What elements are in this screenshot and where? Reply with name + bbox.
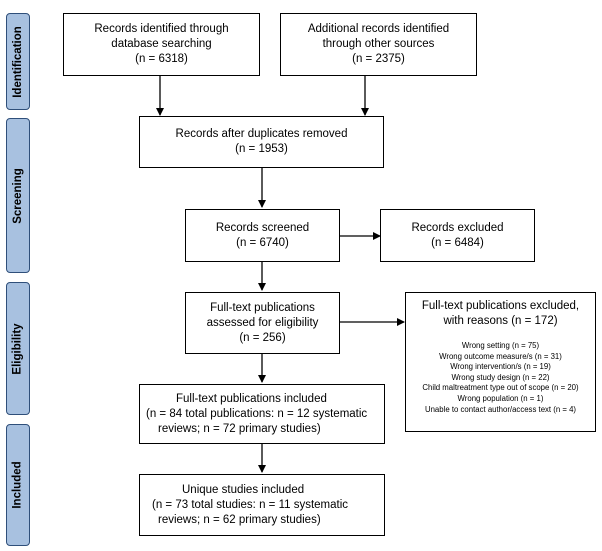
unique-studies-line-1: Unique studies included: [182, 483, 305, 496]
box-after-duplicates: Records after duplicates removed (n = 19…: [139, 116, 384, 168]
fulltext-excluded-title-2: with reasons (n = 172): [443, 315, 558, 327]
fulltext-assessed-count: (n = 256): [239, 331, 286, 344]
exclusion-reason: Child maltreatment type out of scope (n …: [422, 383, 579, 393]
exclusion-reason: Wrong setting (n = 75): [461, 341, 540, 350]
database-search-line-2: database searching: [111, 38, 212, 50]
fulltext-included-line-2: (n = 84 total publications: n = 12 syste…: [146, 407, 368, 420]
exclusion-reason: Wrong intervention/s (n = 19): [450, 362, 551, 372]
exclusion-reason: Wrong study design (n = 22): [451, 372, 550, 382]
fulltext-assessed-line-2: assessed for eligibility: [206, 316, 319, 329]
fulltext-included-line-1: Full-text publications included: [176, 392, 327, 405]
database-search-count: (n = 6318): [135, 53, 188, 65]
other-sources-count: (n = 2375): [352, 53, 405, 65]
unique-studies-line-2: (n = 73 total studies: n = 11 systematic: [152, 498, 349, 511]
box-fulltext-assessed: Full-text publications assessed for elig…: [185, 292, 340, 354]
other-sources-line-1: Additional records identified: [307, 23, 450, 35]
records-excluded-line-1: Records excluded: [411, 221, 504, 234]
phase-included: Included: [6, 424, 30, 546]
fulltext-assessed-line-1: Full-text publications: [210, 301, 315, 314]
box-records-excluded: Records excluded (n = 6484): [380, 209, 535, 262]
other-sources-line-2: through other sources: [322, 38, 435, 50]
exclusion-reason: Unable to contact author/access text (n …: [424, 404, 577, 414]
box-unique-studies: Unique studies included (n = 73 total st…: [139, 474, 385, 536]
phase-identification: Identification: [6, 13, 30, 110]
database-search-line-1: Records identified through: [94, 23, 229, 35]
unique-studies-line-3: reviews; n = 62 primary studies): [158, 513, 321, 526]
fulltext-included-line-3: reviews; n = 72 primary studies): [158, 422, 321, 435]
phase-eligibility: Eligibility: [6, 282, 30, 415]
box-fulltext-excluded: Full-text publications excluded, with re…: [405, 292, 596, 432]
records-screened-count: (n = 6740): [236, 236, 289, 249]
records-excluded-count: (n = 6484): [431, 236, 484, 249]
box-other-sources: Additional records identified through ot…: [280, 13, 477, 76]
exclusion-reason: Wrong outcome measure/s (n = 31): [439, 351, 562, 361]
box-records-screened: Records screened (n = 6740): [185, 209, 340, 262]
after-duplicates-count: (n = 1953): [235, 143, 288, 155]
box-fulltext-included: Full-text publications included (n = 84 …: [139, 384, 385, 444]
records-screened-line-1: Records screened: [215, 221, 310, 234]
exclusion-reason: Wrong population (n = 1): [457, 393, 544, 403]
fulltext-excluded-title-1: Full-text publications excluded,: [421, 300, 580, 312]
after-duplicates-line-1: Records after duplicates removed: [175, 128, 348, 140]
phase-screening: Screening: [6, 118, 30, 273]
box-database-search: Records identified through database sear…: [63, 13, 260, 76]
